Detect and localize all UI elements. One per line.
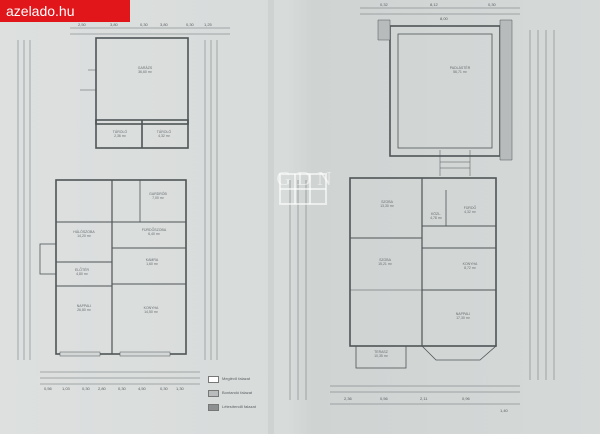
legend-label: Bontandó falazat (222, 390, 253, 395)
attic-walls (389, 25, 501, 157)
dimension-text: 3,80 (110, 22, 118, 27)
dimension-text: 0,32 (380, 2, 388, 7)
legend-item: Meglévő falazat (208, 376, 268, 386)
legend: Meglévő falazat Bontandó falazat Létesít… (208, 376, 268, 414)
dimension-text: 0,30 (82, 386, 90, 391)
legend-item: Bontandó falazat (208, 390, 268, 400)
dimension-text: 4,50 (138, 386, 146, 391)
storage-walls (95, 119, 189, 149)
dimension-text: 8,12 (430, 2, 438, 7)
room-label: KÖZL.4,78 m² (430, 212, 442, 220)
dimension-text: 0,30 (140, 22, 148, 27)
dimension-text: 2,11 (420, 396, 428, 401)
legend-label: Meglévő falazat (222, 376, 251, 381)
legend-swatch (208, 390, 219, 397)
dimension-text: 0,30 (118, 386, 126, 391)
dimension-text: 0,30 (186, 22, 194, 27)
dimension-text: 2,36 (344, 396, 352, 401)
dimension-text: 0,30 (160, 386, 168, 391)
dimension-text: 0,30 (488, 2, 496, 7)
dimension-text: 1,25 (204, 22, 212, 27)
dimension-text: 0,56 (380, 396, 388, 401)
dimension-text: 0,56 (44, 386, 52, 391)
dimension-text: 3,80 (160, 22, 168, 27)
dimension-text: 1,40 (500, 408, 508, 413)
dimension-text: 1,03 (62, 386, 70, 391)
legend-label: Létesítendő falazat (222, 404, 256, 409)
ground-floor-walls (55, 179, 187, 355)
dimension-text: 2,80 (98, 386, 106, 391)
legend-swatch (208, 376, 219, 383)
garage-walls (95, 37, 189, 125)
legend-swatch (208, 404, 219, 411)
dimension-text: 1,30 (176, 386, 184, 391)
watermark-logo: GDN (276, 168, 338, 190)
dimension-text: 2,50 (78, 22, 86, 27)
source-badge[interactable]: azelado.hu (0, 0, 130, 22)
legend-item: Létesítendő falazat (208, 404, 268, 414)
dimension-text: 8,00 (440, 16, 448, 21)
dimension-text: 0,96 (462, 396, 470, 401)
